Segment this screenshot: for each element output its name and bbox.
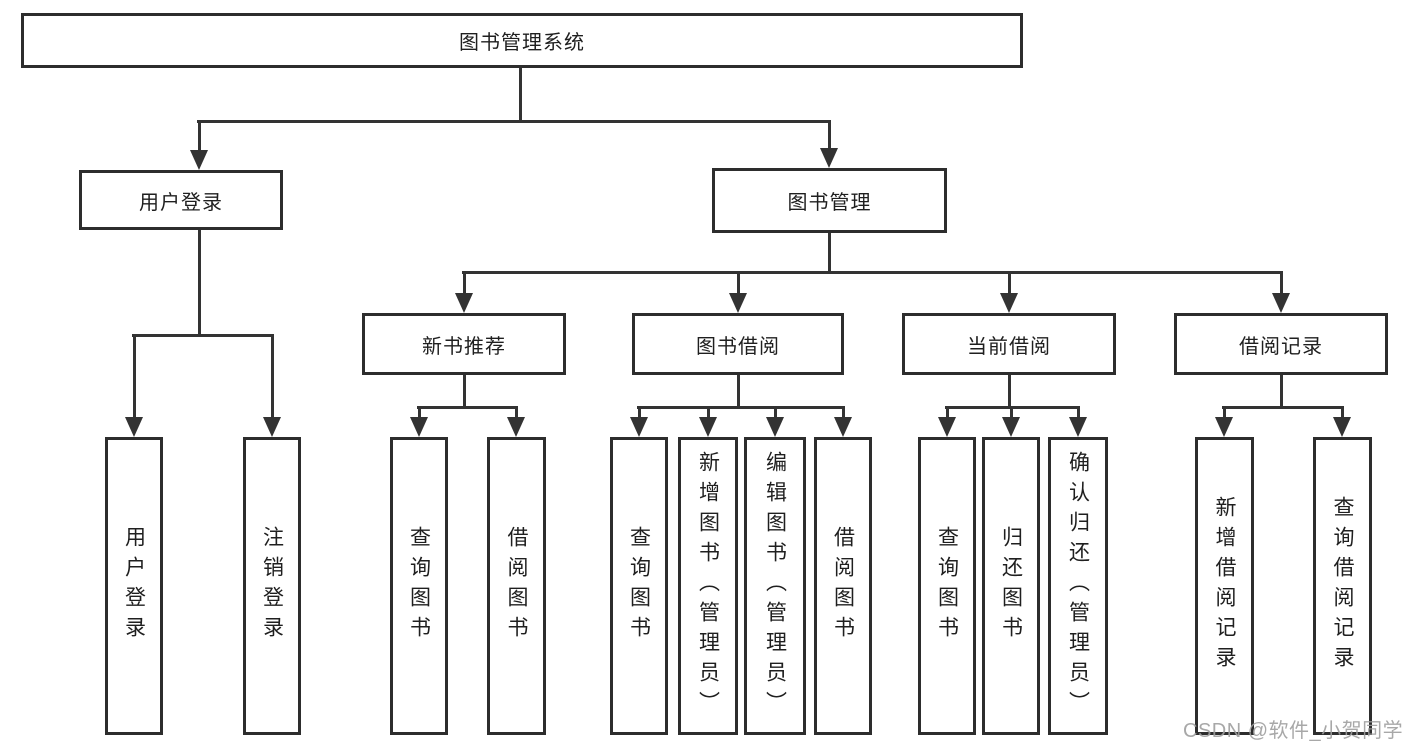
connector-drop: [1007, 273, 1011, 297]
arrow-down-icon: [820, 148, 838, 168]
connector-bar: [1222, 406, 1344, 409]
connector-stem: [1279, 375, 1283, 409]
connector-drop: [773, 408, 777, 421]
arrow-down-icon: [1000, 293, 1018, 313]
leaf-borrow-borrow-books: 借阅图书: [814, 437, 872, 735]
connector-drop: [417, 408, 421, 421]
arrow-down-icon: [1215, 417, 1233, 437]
connector-drop: [1076, 408, 1080, 421]
leaf-current-confirm-return-admin: 确认归还（管理员）: [1048, 437, 1108, 735]
leaf-recommend-borrow-books-label: 借阅图书: [505, 526, 528, 646]
arrow-down-icon: [125, 417, 143, 437]
arrow-down-icon: [410, 417, 428, 437]
arrow-down-icon: [1069, 417, 1087, 437]
node-book-borrow: 图书借阅: [632, 313, 844, 375]
leaf-current-return-books: 归还图书: [982, 437, 1040, 735]
connector-drop: [197, 122, 201, 154]
leaf-recommend-borrow-books: 借阅图书: [487, 437, 546, 735]
node-borrow-records-label: 借阅记录: [1239, 335, 1323, 358]
node-book-borrow-label: 图书借阅: [696, 335, 780, 358]
node-root: 图书管理系统: [21, 13, 1023, 68]
leaf-user-login: 用户登录: [105, 437, 163, 735]
connector-stem: [1007, 375, 1011, 409]
leaf-borrow-query-books-label: 查询图书: [627, 526, 651, 646]
connector-stem: [736, 375, 740, 409]
arrow-down-icon: [938, 417, 956, 437]
arrow-down-icon: [263, 417, 281, 437]
connector-bar: [462, 271, 1283, 274]
leaf-borrow-borrow-books-label: 借阅图书: [831, 526, 855, 646]
leaf-borrow-add-books-admin-label: 新增图书（管理员）: [696, 451, 720, 721]
node-current-borrow-label: 当前借阅: [967, 335, 1051, 358]
leaf-borrow-edit-books-admin-label: 编辑图书（管理员）: [763, 451, 787, 721]
node-user-login: 用户登录: [79, 170, 283, 230]
connector-bar: [132, 334, 274, 337]
arrow-down-icon: [190, 150, 208, 170]
arrow-down-icon: [1002, 417, 1020, 437]
connector-drop: [462, 273, 466, 297]
leaf-logout-label: 注销登录: [260, 526, 284, 646]
connector-bar: [945, 406, 1080, 409]
leaf-records-add-record-label: 新增借阅记录: [1213, 496, 1236, 676]
leaf-records-add-record: 新增借阅记录: [1195, 437, 1254, 735]
leaf-current-return-books-label: 归还图书: [999, 526, 1023, 646]
connector-drop: [736, 273, 740, 297]
node-current-borrow: 当前借阅: [902, 313, 1116, 375]
connector-drop: [132, 336, 136, 421]
arrow-down-icon: [630, 417, 648, 437]
node-book-management: 图书管理: [712, 168, 947, 233]
connector-bar: [417, 406, 518, 409]
leaf-current-query-books: 查询图书: [918, 437, 976, 735]
arrow-down-icon: [834, 417, 852, 437]
arrow-down-icon: [729, 293, 747, 313]
connector-drop: [270, 336, 274, 421]
connector-drop: [637, 408, 641, 421]
connector-drop: [1009, 408, 1013, 421]
connector-drop: [1222, 408, 1226, 421]
leaf-borrow-edit-books-admin: 编辑图书（管理员）: [744, 437, 806, 735]
node-book-management-label: 图书管理: [787, 192, 872, 214]
leaf-current-confirm-return-admin-label: 确认归还（管理员）: [1066, 451, 1090, 721]
arrow-down-icon: [1333, 417, 1351, 437]
leaf-user-login-label: 用户登录: [122, 526, 146, 646]
node-borrow-records: 借阅记录: [1174, 313, 1388, 375]
leaf-recommend-query-books: 查询图书: [390, 437, 448, 735]
leaf-logout: 注销登录: [243, 437, 301, 735]
leaf-current-query-books-label: 查询图书: [935, 526, 959, 646]
connector-drop: [827, 122, 831, 152]
connector-drop: [945, 408, 949, 421]
connector-stem: [827, 233, 831, 274]
leaf-records-query-record: 查询借阅记录: [1313, 437, 1372, 735]
arrow-down-icon: [766, 417, 784, 437]
node-user-login-label: 用户登录: [139, 191, 223, 214]
leaf-records-query-record-label: 查询借阅记录: [1331, 496, 1354, 676]
leaf-borrow-query-books: 查询图书: [610, 437, 668, 735]
leaf-borrow-add-books-admin: 新增图书（管理员）: [678, 437, 738, 735]
connector-drop: [706, 408, 710, 421]
connector-stem: [462, 375, 466, 409]
connector-bar: [197, 120, 831, 123]
connector-drop: [841, 408, 845, 421]
arrow-down-icon: [699, 417, 717, 437]
connector-stem: [518, 68, 522, 123]
connector-drop: [514, 408, 518, 421]
connector-stem: [197, 230, 201, 337]
node-root-label: 图书管理系统: [459, 32, 585, 54]
node-new-book-recommend-label: 新书推荐: [422, 335, 506, 358]
connector-drop: [1340, 408, 1344, 421]
csdn-watermark: CSDN @软件_小贺同学: [1183, 720, 1404, 742]
connector-drop: [1279, 273, 1283, 297]
arrow-down-icon: [507, 417, 525, 437]
node-new-book-recommend: 新书推荐: [362, 313, 566, 375]
arrow-down-icon: [1272, 293, 1290, 313]
arrow-down-icon: [455, 293, 473, 313]
leaf-recommend-query-books-label: 查询图书: [407, 526, 431, 646]
connector-bar: [637, 406, 845, 409]
